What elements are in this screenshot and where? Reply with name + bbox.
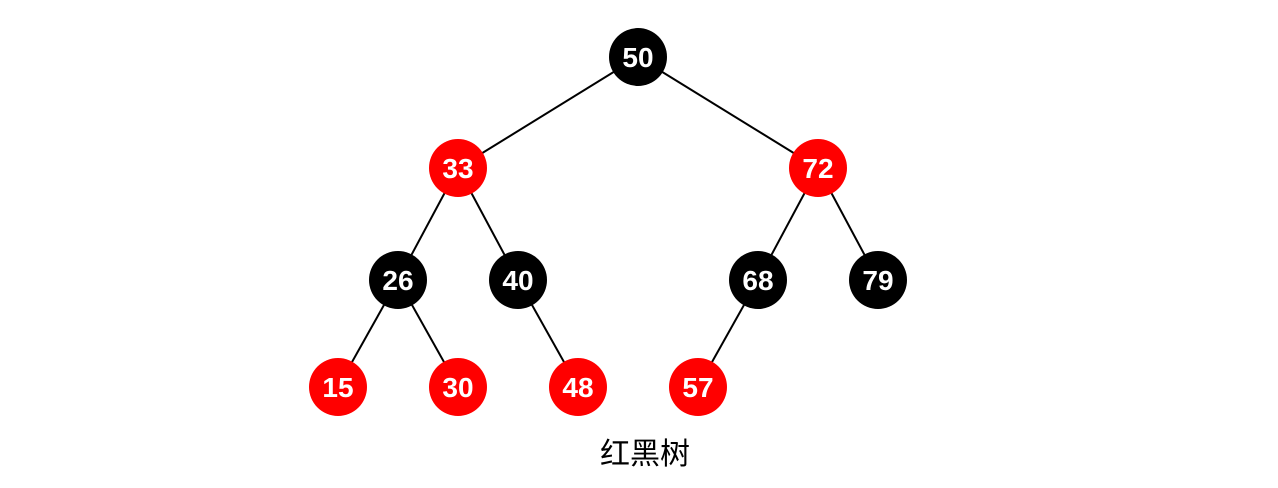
tree-node-value: 72 — [802, 153, 833, 184]
black-node-circle — [849, 251, 907, 309]
red-node-circle — [429, 358, 487, 416]
tree-node-79: 79 — [849, 251, 907, 309]
black-node-circle — [729, 251, 787, 309]
tree-node-40: 40 — [489, 251, 547, 309]
red-node-circle — [669, 358, 727, 416]
tree-node-value: 57 — [682, 372, 713, 403]
tree-node-value: 79 — [862, 265, 893, 296]
tree-node-33: 33 — [429, 139, 487, 197]
black-node-circle — [609, 28, 667, 86]
tree-edges-layer — [337, 56, 879, 388]
tree-node-value: 68 — [742, 265, 773, 296]
tree-node-value: 33 — [442, 153, 473, 184]
tree-node-15: 15 — [309, 358, 367, 416]
tree-node-57: 57 — [669, 358, 727, 416]
red-node-circle — [789, 139, 847, 197]
tree-node-30: 30 — [429, 358, 487, 416]
tree-edge-50-72 — [637, 56, 819, 169]
black-node-circle — [369, 251, 427, 309]
tree-node-26: 26 — [369, 251, 427, 309]
tree-node-48: 48 — [549, 358, 607, 416]
black-node-circle — [489, 251, 547, 309]
tree-node-value: 40 — [502, 265, 533, 296]
tree-node-68: 68 — [729, 251, 787, 309]
tree-node-value: 26 — [382, 265, 413, 296]
tree-node-value: 30 — [442, 372, 473, 403]
tree-nodes-layer: 50 33 72 26 40 68 79 15 30 48 57 — [309, 28, 907, 416]
tree-node-value: 50 — [622, 42, 653, 73]
tree-node-value: 15 — [322, 372, 353, 403]
red-node-circle — [309, 358, 367, 416]
tree-edge-50-33 — [457, 56, 639, 169]
tree-node-72: 72 — [789, 139, 847, 197]
tree-node-50: 50 — [609, 28, 667, 86]
red-node-circle — [429, 139, 487, 197]
tree-node-value: 48 — [562, 372, 593, 403]
figure-caption: 红黑树 — [600, 438, 690, 471]
red-node-circle — [549, 358, 607, 416]
